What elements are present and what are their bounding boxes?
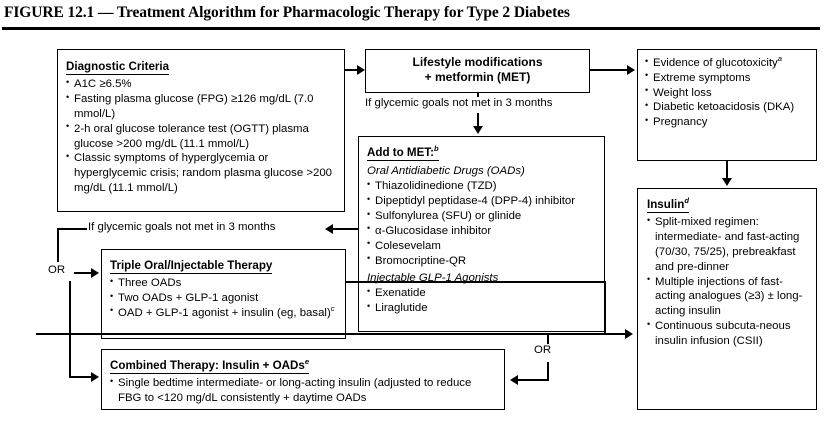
figure-title: FIGURE 12.1 — Treatment Algorithm for Ph… — [4, 4, 570, 21]
insulin-heading-text: Insulin — [647, 198, 685, 211]
connector-label-goals-mid: If glycemic goals not met in 3 months — [88, 221, 276, 233]
connector-or-to-triple — [74, 272, 92, 274]
connector-dx-to-lifestyle — [345, 69, 358, 71]
list-item: 2-h oral glucose tolerance test (OGTT) p… — [66, 121, 336, 152]
triple-therapy-box: Triple Oral/Injectable Therapy Three OAD… — [101, 249, 346, 339]
connector-left-spine-lower — [69, 281, 71, 378]
connector-lifestyle-down-lower — [477, 113, 479, 127]
footnote-marker-c: c — [330, 304, 335, 314]
add-to-met-box: Add to MET:b Oral Antidiabetic Drugs (OA… — [358, 136, 605, 332]
list-item: Weight loss — [645, 85, 809, 101]
list-item: Thiazolidinedione (TZD) — [367, 179, 596, 194]
glucotoxicity-list: Evidence of glucotoxicitya Extreme sympt… — [645, 54, 809, 130]
list-item-text: Evidence of glucotoxicity — [653, 57, 778, 69]
combined-therapy-box: Combined Therapy: Insulin + OADse Single… — [101, 349, 505, 410]
glp1-list: Exenatide Liraglutide — [367, 286, 596, 316]
arrowhead-left-feedback — [325, 224, 333, 234]
connector-triple-right-top — [346, 281, 606, 283]
list-item: Bromocriptine-QR — [367, 253, 596, 269]
list-item: A1C ≥6.5% — [66, 77, 336, 92]
arrowhead-right-insulin — [625, 329, 633, 339]
footnote-marker-d: d — [684, 196, 689, 206]
connector-left-spine-upper — [57, 228, 59, 262]
footnote-marker-e: e — [304, 357, 310, 367]
list-item: Dipeptidyl peptidase-4 (DPP-4) inhibitor — [367, 194, 596, 209]
connector-label-goals-top: If glycemic goals not met in 3 months — [365, 97, 553, 109]
list-item-text: OAD + GLP-1 agonist + insulin (eg, basal… — [118, 306, 331, 319]
connector-glucotoxicity-to-insulin — [726, 161, 728, 179]
connector-label-or-left: OR — [48, 264, 66, 276]
connector-spine-to-combined — [69, 376, 92, 378]
list-item: Pregnancy — [645, 115, 809, 130]
add-to-met-heading: Add to MET:b — [367, 144, 439, 162]
list-item: Three OADs — [110, 276, 337, 291]
list-item: Two OADs + GLP-1 agonist — [110, 291, 337, 306]
triple-therapy-list: Three OADs Two OADs + GLP-1 agonist OAD … — [110, 276, 337, 320]
insulin-box: Insulind Split-mixed regimen: intermedia… — [637, 188, 817, 410]
arrowhead-right-lifestyle — [357, 65, 365, 75]
list-item: Extreme symptoms — [645, 70, 809, 86]
oads-group-label: Oral Antidiabetic Drugs (OADs) — [367, 165, 525, 178]
connector-met-feedback-line — [333, 228, 358, 230]
lifestyle-modifications-box: Lifestyle modifications + metformin (MET… — [365, 49, 590, 93]
list-item: Sulfonylurea (SFU) or glinide — [367, 209, 596, 224]
list-item: Single bedtime intermediate- or long-act… — [110, 376, 496, 406]
connector-or-center-to-combined — [518, 379, 549, 381]
list-item: Multiple injections of fast-acting analo… — [647, 274, 809, 319]
lifestyle-line-2: + metformin (MET) — [424, 70, 531, 85]
connector-bottom-bus — [36, 333, 626, 335]
list-item: Colesevelam — [367, 238, 596, 254]
arrowhead-right-triple — [91, 268, 99, 278]
list-item: Diabetic ketoacidosis (DKA) — [645, 100, 809, 115]
combined-therapy-list: Single bedtime intermediate- or long-act… — [110, 376, 496, 406]
footnote-marker-a: a — [777, 54, 782, 64]
connector-label-or-center: OR — [534, 344, 552, 356]
insulin-heading: Insulind — [647, 196, 689, 214]
connector-triple-right-riser — [604, 281, 606, 334]
list-item: Evidence of glucotoxicitya — [645, 54, 809, 71]
connector-or-center-upper — [547, 333, 549, 345]
connector-lifestyle-to-glucotoxicity — [590, 69, 628, 71]
list-item: Classic symptoms of hyperglycemia or hyp… — [66, 151, 336, 195]
combined-therapy-heading: Combined Therapy: Insulin + OADse — [110, 357, 310, 375]
add-to-met-heading-text: Add to MET: — [367, 146, 434, 159]
glucotoxicity-box: Evidence of glucotoxicitya Extreme sympt… — [637, 49, 817, 161]
connector-left-feedback-stub — [57, 228, 87, 230]
diagnostic-criteria-list: A1C ≥6.5% Fasting plasma glucose (FPG) ≥… — [66, 77, 336, 196]
arrowhead-right-glucotoxicity — [627, 65, 635, 75]
combined-therapy-heading-text: Combined Therapy: Insulin + OADs — [110, 359, 305, 372]
arrowhead-down-add-to-met — [473, 126, 483, 134]
diagnostic-criteria-box: Diagnostic Criteria A1C ≥6.5% Fasting pl… — [57, 49, 345, 212]
arrowhead-left-combined — [510, 375, 518, 385]
lifestyle-line-1: Lifestyle modifications — [412, 55, 543, 69]
title-divider — [2, 27, 820, 30]
triple-therapy-heading: Triple Oral/Injectable Therapy — [110, 259, 273, 275]
glp1-group-label: Injectable GLP-1 Agonists — [367, 272, 499, 285]
list-item: Fasting plasma glucose (FPG) ≥126 mg/dL … — [66, 92, 336, 122]
list-item: α-Glucosidase inhibitor — [367, 223, 596, 239]
footnote-marker-b: b — [433, 144, 439, 154]
arrowhead-right-combined — [91, 372, 99, 382]
insulin-list: Split-mixed regimen: intermediate- and f… — [647, 215, 809, 348]
list-item: Split-mixed regimen: intermediate- and f… — [647, 215, 809, 274]
arrowhead-down-insulin — [722, 178, 732, 186]
oads-list: Thiazolidinedione (TZD) Dipeptidyl pepti… — [367, 179, 596, 268]
diagnostic-criteria-heading: Diagnostic Criteria — [66, 60, 170, 76]
connector-or-center-lower — [547, 362, 549, 380]
list-item: Liraglutide — [367, 301, 596, 316]
list-item: Continuous subcuta-neous insulin infusio… — [647, 319, 809, 349]
list-item: OAD + GLP-1 agonist + insulin (eg, basal… — [110, 304, 337, 321]
list-item: Exenatide — [367, 286, 596, 301]
